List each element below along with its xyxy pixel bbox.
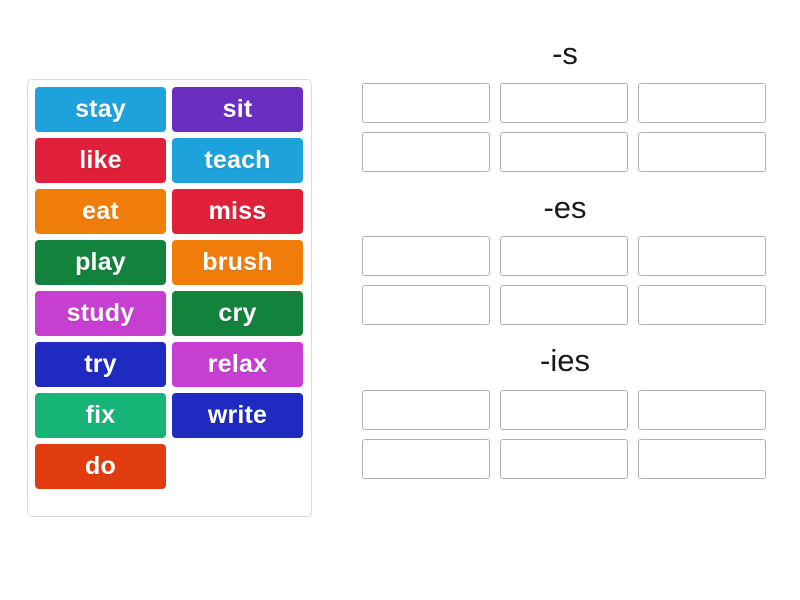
category-group: -s <box>362 36 768 172</box>
word-tile[interactable]: fix <box>35 393 166 438</box>
category-list: -s -es -ies <box>362 36 768 499</box>
dropzone-slot[interactable] <box>362 285 490 326</box>
dropzone-slot[interactable] <box>638 131 766 172</box>
dropzone-slot[interactable] <box>500 236 628 277</box>
dropzone-slot[interactable] <box>638 236 766 277</box>
word-tile[interactable]: stay <box>35 87 166 132</box>
word-tile[interactable]: study <box>35 291 166 336</box>
dropzone-grid <box>362 236 768 326</box>
dropzone-slot[interactable] <box>362 438 490 479</box>
dropzone-slot[interactable] <box>638 389 766 430</box>
word-tile[interactable]: sit <box>172 87 303 132</box>
category-heading: -es <box>543 189 587 225</box>
word-tile[interactable]: try <box>35 342 166 387</box>
category-group: -es <box>362 189 768 326</box>
dropzone-slot[interactable] <box>500 389 628 430</box>
word-tile[interactable]: teach <box>172 138 303 183</box>
word-tile[interactable]: like <box>35 138 166 183</box>
dropzone-slot[interactable] <box>638 285 766 326</box>
dropzone-grid <box>362 82 768 172</box>
word-tile[interactable]: cry <box>172 291 303 336</box>
dropzone-slot[interactable] <box>638 438 766 479</box>
word-tile[interactable]: play <box>35 240 166 285</box>
dropzone-grid <box>362 389 768 479</box>
category-group: -ies <box>362 345 768 479</box>
dropzone-slot[interactable] <box>638 82 766 123</box>
dropzone-slot[interactable] <box>500 82 628 123</box>
word-tile[interactable]: relax <box>172 342 303 387</box>
dropzone-slot[interactable] <box>362 131 490 172</box>
word-tile[interactable]: do <box>35 444 166 489</box>
category-heading: -ies <box>540 343 590 379</box>
word-tile[interactable]: write <box>172 393 303 438</box>
word-tile[interactable]: brush <box>172 240 303 285</box>
dropzone-slot[interactable] <box>500 131 628 172</box>
dropzone-slot[interactable] <box>500 285 628 326</box>
dropzone-slot[interactable] <box>362 389 490 430</box>
dropzone-slot[interactable] <box>362 82 490 123</box>
word-tile[interactable]: miss <box>172 189 303 234</box>
dropzone-slot[interactable] <box>500 438 628 479</box>
category-heading: -s <box>552 36 578 71</box>
dropzone-slot[interactable] <box>362 236 490 277</box>
word-tile[interactable]: eat <box>35 189 166 234</box>
